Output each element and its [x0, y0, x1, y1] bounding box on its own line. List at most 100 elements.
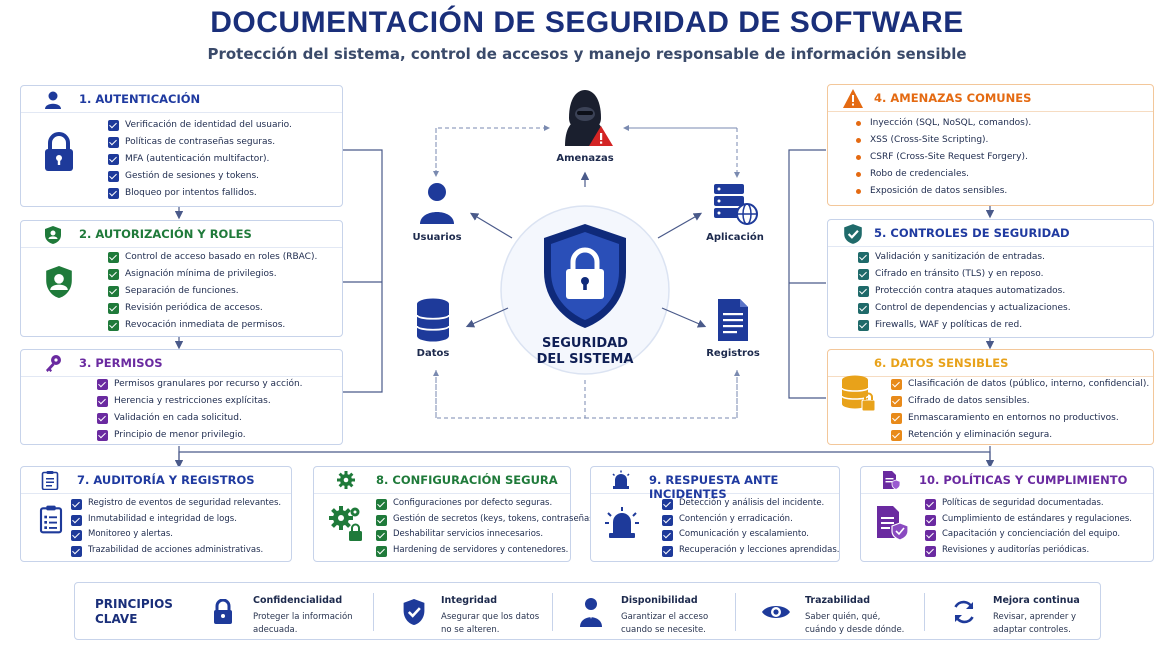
- principle-desc: Garantizar el acceso cuando se necesite.: [621, 612, 709, 635]
- list-item: Principio de menor privilegio.: [97, 427, 303, 444]
- person-icon: [420, 183, 454, 224]
- list-item: Revisión periódica de accesos.: [108, 300, 317, 317]
- list-item: Exposición de datos sensibles.: [853, 183, 1031, 200]
- list-item: Bloqueo por intentos fallidos.: [108, 185, 292, 202]
- list-item: Retención y eliminación segura.: [891, 427, 1149, 444]
- list-item: Inyección (SQL, NoSQL, comandos).: [853, 115, 1031, 132]
- siren-icon: [605, 507, 639, 538]
- node-app-label: Aplicación: [706, 232, 764, 243]
- user-icon: [45, 91, 61, 109]
- person-icon: [580, 598, 602, 627]
- clipboard-icon: [41, 471, 59, 490]
- card-title: 5. CONTROLES DE SEGURIDAD: [874, 226, 1070, 240]
- item-list: Configuraciones por defecto seguras. Ges…: [376, 496, 600, 558]
- node-data-label: Datos: [416, 348, 450, 359]
- list-item: Registro de eventos de seguridad relevan…: [71, 496, 281, 512]
- card-title: 2. AUTORIZACIÓN Y ROLES: [79, 227, 252, 241]
- divider: [735, 593, 736, 631]
- warning-icon: [843, 89, 863, 108]
- principle-desc: Asegurar que los datos no se alteren.: [441, 612, 540, 635]
- item-list: Políticas de seguridad documentadas. Cum…: [925, 496, 1132, 558]
- list-item: Configuraciones por defecto seguras.: [376, 496, 600, 512]
- divider: [552, 593, 553, 631]
- eye-icon: [762, 606, 790, 618]
- list-item: Enmascaramiento en entornos no productiv…: [891, 410, 1149, 427]
- list-item: Comunicación y escalamiento.: [662, 527, 839, 543]
- item-list: Detección y análisis del incidente. Cont…: [662, 496, 839, 558]
- page-title: DOCUMENTACIÓN DE SEGURIDAD DE SOFTWARE: [210, 6, 964, 39]
- card-secure-config: 8. CONFIGURACIÓN SEGURA Configuraciones …: [313, 466, 600, 562]
- item-list: Verificación de identidad del usuario. P…: [108, 117, 292, 202]
- node-logs-label: Registros: [706, 348, 760, 359]
- principle-name: Disponibilidad: [621, 595, 698, 606]
- principle-name: Confidencialidad: [253, 595, 343, 606]
- list-item: Deshabilitar servicios innecesarios.: [376, 527, 600, 543]
- list-item: Trazabilidad de acciones administrativas…: [71, 543, 281, 559]
- principle-name: Mejora continua: [993, 595, 1080, 606]
- card-title: 10. POLÍTICAS Y CUMPLIMIENTO: [919, 473, 1128, 487]
- card-common-threats: 4. AMENAZAS COMUNES Inyección (SQL, NoSQ…: [827, 84, 1154, 206]
- list-item: Control de acceso basado en roles (RBAC)…: [108, 249, 317, 266]
- lock-icon: [214, 599, 232, 624]
- principles-title: PRINCIPIOS CLAVE: [95, 597, 173, 626]
- node-threats-label: Amenazas: [556, 153, 614, 164]
- lock-icon: [45, 132, 73, 171]
- shield-check-icon: [844, 224, 862, 244]
- list-item: Hardening de servidores y contenedores.: [376, 543, 600, 559]
- item-list: Inyección (SQL, NoSQL, comandos). XSS (C…: [853, 115, 1031, 200]
- server-globe-icon: [714, 184, 758, 225]
- list-item: Políticas de seguridad documentadas.: [925, 496, 1132, 512]
- list-item: CSRF (Cross-Site Request Forgery).: [853, 149, 1031, 166]
- list-item: Cifrado en tránsito (TLS) y en reposo.: [858, 266, 1071, 283]
- principle-desc: Proteger la información adecuada.: [253, 612, 353, 635]
- item-list: Permisos granulares por recurso y acción…: [97, 376, 303, 444]
- document-shield-icon: [877, 506, 909, 541]
- principle-name: Integridad: [441, 595, 498, 606]
- gears-lock-icon: [329, 506, 362, 541]
- principle-desc: Revisar, aprender y adaptar controles.: [993, 612, 1077, 635]
- list-item: Control de dependencias y actualizacione…: [858, 300, 1071, 317]
- card-audit-logs: 7. AUDITORÍA Y REGISTROS Registro de eve…: [20, 466, 292, 562]
- divider: [924, 593, 925, 631]
- list-item: Validación en cada solicitud.: [97, 410, 303, 427]
- gear-icon: [337, 471, 355, 489]
- item-list: Registro de eventos de seguridad relevan…: [71, 496, 281, 558]
- list-item: Cumplimiento de estándares y regulacione…: [925, 512, 1132, 528]
- list-item: Revocación inmediata de permisos.: [108, 317, 317, 334]
- list-item: Gestión de sesiones y tokens.: [108, 168, 292, 185]
- list-item: Contención y erradicación.: [662, 512, 839, 528]
- key-icon: [46, 355, 61, 372]
- list-item: Capacitación y concienciación del equipo…: [925, 527, 1132, 543]
- shield-check-icon: [403, 599, 425, 625]
- principle-desc: Saber quién, qué, cuándo y desde dónde.: [805, 612, 905, 635]
- list-item: Asignación mínima de privilegios.: [108, 266, 317, 283]
- list-item: Separación de funciones.: [108, 283, 317, 300]
- node-users-label: Usuarios: [412, 232, 462, 243]
- list-item: Cifrado de datos sensibles.: [891, 393, 1149, 410]
- list-item: Detección y análisis del incidente.: [662, 496, 839, 512]
- list-item: Monitoreo y alertas.: [71, 527, 281, 543]
- list-item: Validación y sanitización de entradas.: [858, 249, 1071, 266]
- clipboard-icon: [39, 505, 63, 534]
- list-item: Protección contra ataques automatizados.: [858, 283, 1071, 300]
- list-item: Robo de credenciales.: [853, 166, 1031, 183]
- page-subtitle: Protección del sistema, control de acces…: [207, 45, 967, 63]
- card-title: 1. AUTENTICACIÓN: [79, 92, 201, 106]
- siren-icon: [612, 470, 630, 489]
- list-item: Recuperación y lecciones aprendidas.: [662, 543, 839, 559]
- list-item: Herencia y restricciones explícitas.: [97, 393, 303, 410]
- database-icon: [416, 298, 450, 342]
- shield-lock-icon: [544, 224, 626, 328]
- card-authorization: 2. AUTORIZACIÓN Y ROLES Control de acces…: [20, 220, 343, 337]
- card-title: 9. RESPUESTA ANTE INCIDENTES: [649, 473, 779, 501]
- item-list: Control de acceso basado en roles (RBAC)…: [108, 249, 317, 334]
- card-title: 3. PERMISOS: [79, 356, 163, 370]
- card-title: 7. AUDITORÍA Y REGISTROS: [77, 473, 255, 487]
- shield-user-icon: [46, 266, 72, 298]
- list-item: Inmutabilidad e integridad de logs.: [71, 512, 281, 528]
- card-incident-response: 9. RESPUESTA ANTE INCIDENTES Detección y…: [590, 466, 840, 562]
- card-title: 6. DATOS SENSIBLES: [874, 356, 1009, 370]
- list-item: Clasificación de datos (público, interno…: [891, 376, 1149, 393]
- list-item: MFA (autenticación multifactor).: [108, 151, 292, 168]
